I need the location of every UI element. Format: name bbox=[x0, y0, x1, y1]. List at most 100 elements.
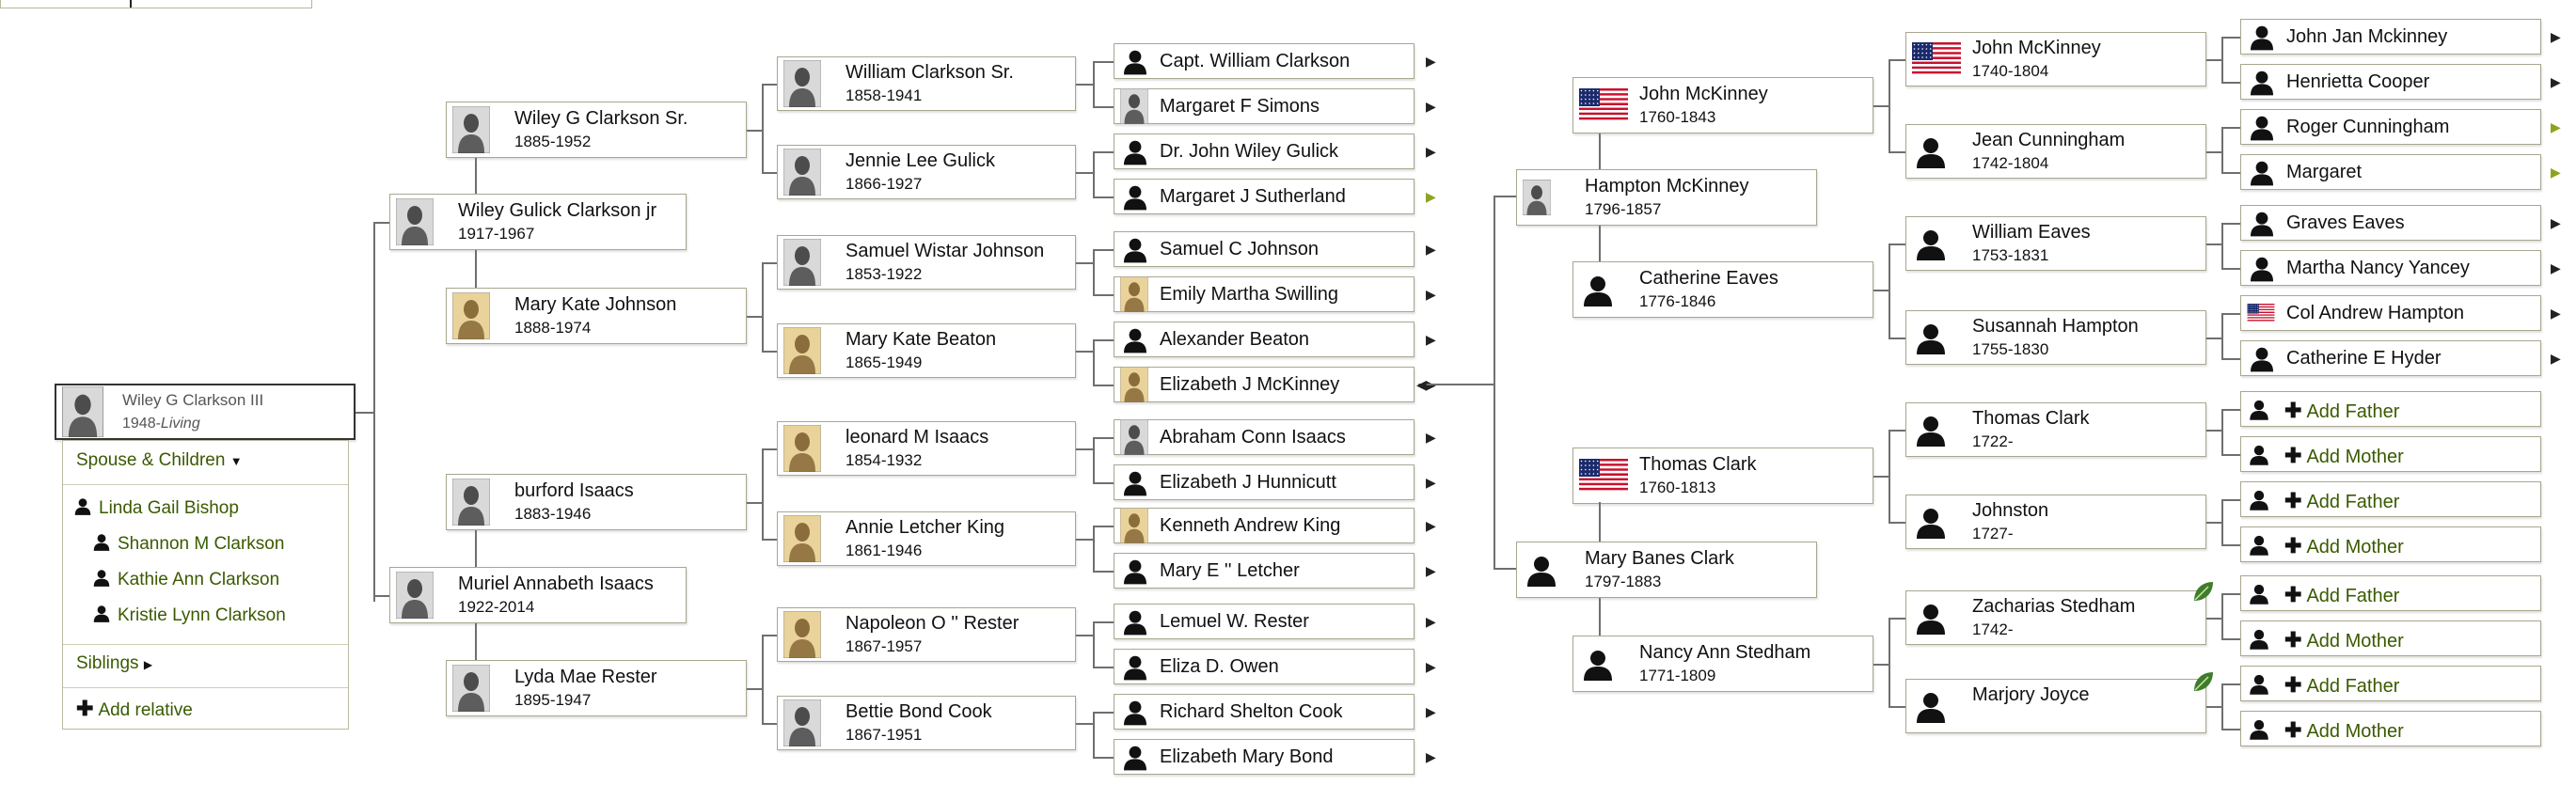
person-card-g4_1[interactable]: Capt. William Clarkson bbox=[1114, 43, 1414, 79]
expand-arrow-icon[interactable]: ▶ bbox=[2551, 74, 2561, 89]
child-link[interactable]: Kathie Ann Clarkson bbox=[91, 567, 279, 593]
person-card-g4_10[interactable]: Elizabeth J Hunnicutt bbox=[1114, 464, 1414, 500]
person-card-e3_8[interactable]: Marjory Joyce bbox=[1905, 679, 2206, 733]
person-card-g4_6[interactable]: Emily Martha Swilling bbox=[1114, 276, 1414, 312]
expand-arrow-icon[interactable]: ▶ bbox=[1426, 54, 1436, 69]
expand-arrow-icon[interactable]: ▶ bbox=[2551, 29, 2561, 44]
portrait-photo bbox=[783, 149, 821, 196]
expand-arrow-icon[interactable]: ▶ bbox=[1426, 189, 1436, 204]
connector-line bbox=[1093, 712, 1114, 714]
expand-arrow-icon[interactable]: ▶ bbox=[2551, 165, 2561, 180]
expand-arrow-icon[interactable]: ▶ bbox=[1426, 475, 1436, 490]
person-card-g4_4[interactable]: Margaret J Sutherland bbox=[1114, 179, 1414, 214]
connector-line bbox=[1093, 196, 1114, 198]
person-card-g4_11[interactable]: Kenneth Andrew King bbox=[1114, 508, 1414, 543]
person-card-g3_1[interactable]: William Clarkson Sr.1858-1941 bbox=[777, 56, 1076, 111]
spouse-link[interactable]: Linda Gail Bishop bbox=[72, 495, 239, 522]
add-father-button[interactable]: ✚Add Father bbox=[2240, 575, 2541, 611]
person-card-g4_15[interactable]: Richard Shelton Cook bbox=[1114, 694, 1414, 730]
person-card-g4_8[interactable]: Elizabeth J McKinney bbox=[1114, 367, 1414, 402]
expand-arrow-icon[interactable]: ▶ bbox=[1426, 518, 1436, 533]
hint-leaf-icon[interactable] bbox=[2191, 579, 2216, 608]
person-card-e4_7[interactable]: Col Andrew Hampton bbox=[2240, 295, 2541, 331]
expand-arrow-icon[interactable]: ▶ bbox=[1426, 563, 1436, 578]
connector-line bbox=[2221, 358, 2240, 360]
expand-arrow-icon[interactable]: ▶ bbox=[2551, 119, 2561, 134]
person-card-g4_9[interactable]: Abraham Conn Isaacs bbox=[1114, 419, 1414, 455]
person-card-g2_1[interactable]: Wiley G Clarkson Sr.1885-1952 bbox=[446, 102, 747, 158]
add-mother-button[interactable]: ✚Add Mother bbox=[2240, 711, 2541, 746]
person-silhouette-icon bbox=[1523, 551, 1560, 589]
expand-arrow-icon[interactable]: ▶ bbox=[1426, 614, 1436, 629]
expand-arrow-icon[interactable]: ▶ bbox=[1426, 332, 1436, 347]
person-card-g4_7[interactable]: Alexander Beaton bbox=[1114, 322, 1414, 357]
expand-arrow-icon[interactable]: ▶ bbox=[2551, 260, 2561, 275]
person-card-g4_13[interactable]: Lemuel W. Rester bbox=[1114, 604, 1414, 639]
person-card-e4_2[interactable]: Henrietta Cooper bbox=[2240, 64, 2541, 100]
person-card-e4_1[interactable]: John Jan Mckinney bbox=[2240, 19, 2541, 55]
expand-arrow-icon[interactable]: ▶ bbox=[2551, 351, 2561, 366]
person-card-g4_5[interactable]: Samuel C Johnson bbox=[1114, 231, 1414, 267]
expand-arrow-icon[interactable]: ▶ bbox=[1426, 99, 1436, 114]
spouse-children-dropdown[interactable]: Spouse & Children ▼ bbox=[76, 450, 243, 471]
add-father-button[interactable]: ✚Add Father bbox=[2240, 391, 2541, 427]
add-father-button[interactable]: ✚Add Father bbox=[2240, 666, 2541, 701]
add-father-button[interactable]: ✚Add Father bbox=[2240, 481, 2541, 517]
person-card-g4_16[interactable]: Elizabeth Mary Bond bbox=[1114, 739, 1414, 775]
expand-arrow-icon[interactable]: ▶ bbox=[2551, 306, 2561, 321]
expand-arrow-icon[interactable]: ▶ bbox=[1426, 287, 1436, 302]
person-card-e4_8[interactable]: Catherine E Hyder bbox=[2240, 340, 2541, 376]
expand-arrow-icon[interactable]: ▶ bbox=[1426, 704, 1436, 719]
person-card-e4_5[interactable]: Graves Eaves bbox=[2240, 205, 2541, 241]
expand-arrow-icon[interactable]: ▶ bbox=[1426, 659, 1436, 674]
add-mother-button[interactable]: ✚Add Mother bbox=[2240, 526, 2541, 562]
expand-arrow-icon[interactable]: ▶ bbox=[1426, 749, 1436, 764]
add-mother-button[interactable]: ✚Add Mother bbox=[2240, 436, 2541, 472]
expand-arrow-icon[interactable]: ▶ bbox=[1426, 242, 1436, 257]
expand-arrow-icon[interactable]: ▶ bbox=[2551, 215, 2561, 230]
person-card-g4_2[interactable]: Margaret F Simons bbox=[1114, 88, 1414, 124]
plus-icon: ✚ bbox=[2284, 444, 2302, 467]
child-link[interactable]: Kristie Lynn Clarkson bbox=[91, 603, 286, 629]
hint-leaf-icon[interactable] bbox=[2191, 669, 2216, 699]
child-link[interactable]: Shannon M Clarkson bbox=[91, 531, 284, 558]
add-mother-button[interactable]: ✚Add Mother bbox=[2240, 620, 2541, 656]
person-card-g4_3[interactable]: Dr. John Wiley Gulick bbox=[1114, 134, 1414, 169]
siblings-toggle[interactable]: Siblings ▶ bbox=[76, 653, 152, 674]
person-card-e4_4[interactable]: Margaret bbox=[2240, 154, 2541, 190]
person-card-e4_3[interactable]: Roger Cunningham bbox=[2240, 109, 2541, 145]
expand-arrow-icon[interactable]: ▶ bbox=[1426, 430, 1436, 445]
person-card-g4_14[interactable]: Eliza D. Owen bbox=[1114, 649, 1414, 684]
add-relative-button[interactable]: ✚Add relative bbox=[76, 697, 193, 721]
person-card-e4_6[interactable]: Martha Nancy Yancey bbox=[2240, 250, 2541, 286]
person-card-g4_12[interactable]: Mary E '' Letcher bbox=[1114, 553, 1414, 589]
expand-arrow-icon[interactable]: ▶ bbox=[1426, 144, 1436, 159]
